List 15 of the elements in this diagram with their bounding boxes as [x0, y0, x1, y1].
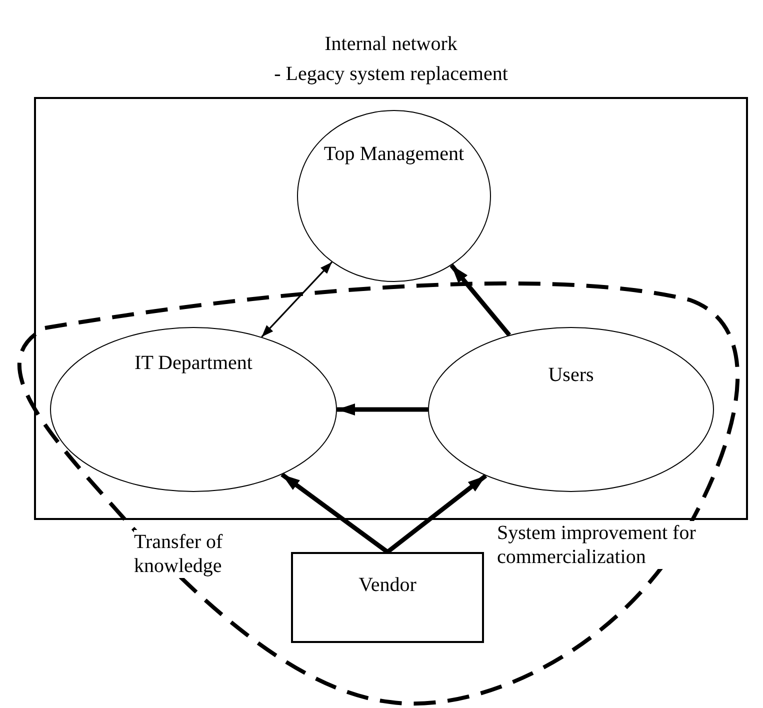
arrow — [337, 404, 428, 416]
process-box — [291, 552, 484, 643]
node-label: Users — [548, 363, 594, 388]
arrow — [261, 262, 333, 338]
arrow — [450, 264, 512, 337]
arrow — [386, 474, 488, 554]
node-label: Top Management — [324, 142, 464, 167]
arrow — [280, 472, 389, 554]
ellipse-node — [428, 327, 714, 492]
ellipse-node — [50, 327, 337, 492]
node-label: Vendor — [358, 573, 416, 598]
ellipse-node — [297, 110, 491, 282]
heading: Internal network — [324, 32, 458, 57]
subheading: - Legacy system replacement — [274, 62, 508, 87]
node-label: IT Department — [134, 351, 252, 376]
